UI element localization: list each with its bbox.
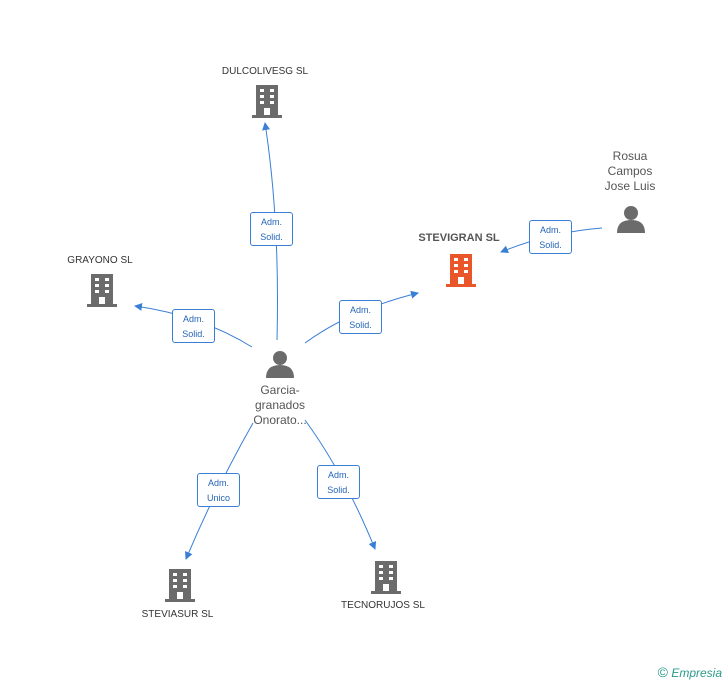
- person-label-garcia[interactable]: Garcia- granados Onorato...: [253, 383, 307, 427]
- copyright-icon: ©: [657, 664, 668, 680]
- person-icon-garcia[interactable]: [266, 351, 294, 378]
- company-label-stevigran[interactable]: STEVIGRAN SL: [418, 232, 500, 244]
- company-label-grayono[interactable]: GRAYONO SL: [67, 255, 133, 266]
- building-icon-grayono[interactable]: [87, 274, 117, 307]
- building-icon-tecnorujos[interactable]: [371, 561, 401, 594]
- brand-name: Empresia: [671, 666, 722, 680]
- person-icon-rosua[interactable]: [617, 206, 645, 233]
- building-icon-steviasur[interactable]: [165, 569, 195, 602]
- person-label-rosua[interactable]: Rosua Campos Jose Luis: [604, 149, 656, 193]
- company-label-steviasur[interactable]: STEVIASUR SL: [141, 609, 214, 620]
- empresia-logo[interactable]: © Empresia: [658, 664, 722, 680]
- company-label-tecnorujos[interactable]: TECNORUJOS SL: [341, 600, 425, 611]
- building-icon-stevigran[interactable]: [446, 254, 476, 287]
- relation-box-tecnorujos: Adm. Solid.: [317, 465, 360, 499]
- relation-box-stevigran-rosua: Adm. Solid.: [529, 220, 572, 254]
- relation-box-steviasur: Adm. Unico: [197, 473, 240, 507]
- relation-box-stevigran-garcia: Adm. Solid.: [339, 300, 382, 334]
- relation-box-grayono: Adm. Solid.: [172, 309, 215, 343]
- company-label-dulcolivesg[interactable]: DULCOLIVESG SL: [221, 66, 309, 77]
- building-icon-dulcolivesg[interactable]: [252, 85, 282, 118]
- relation-box-dulcolivesg: Adm. Solid.: [250, 212, 293, 246]
